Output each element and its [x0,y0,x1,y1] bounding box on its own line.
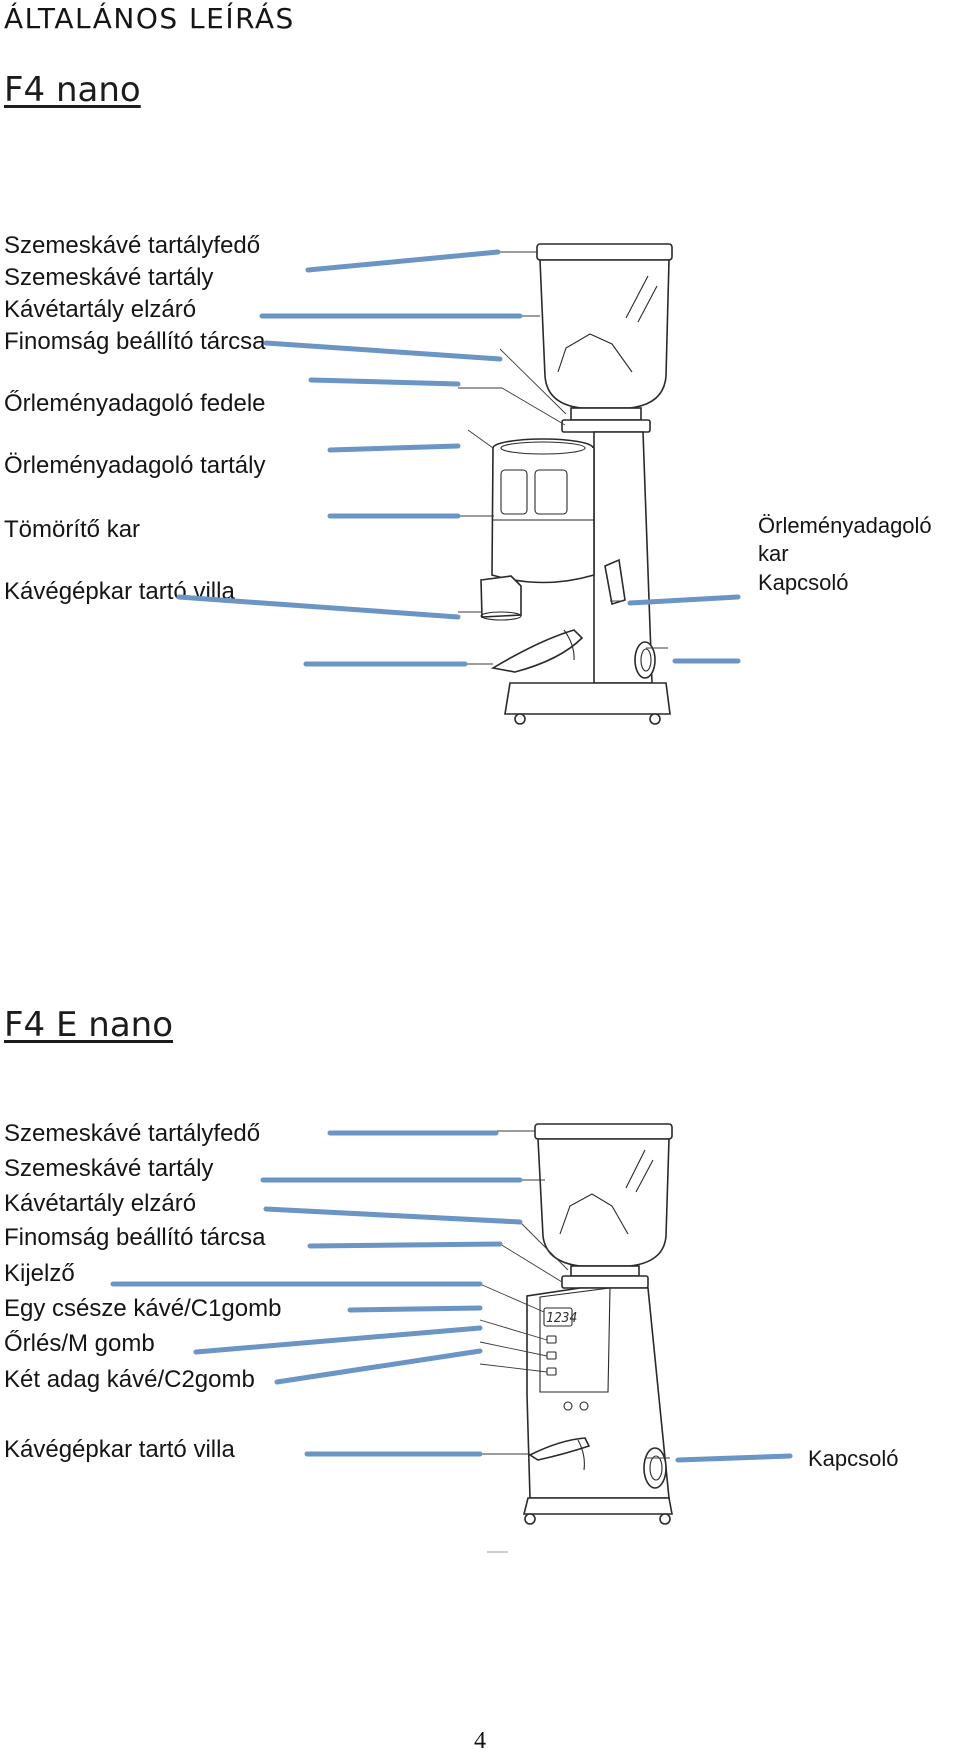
double-dose-button [546,1367,557,1376]
base-foot-left [514,713,526,725]
single-dose-button [546,1335,557,1344]
label-grind-adjust-dial: Finomság beállító tárcsa [4,328,266,355]
portafilter-fork [490,629,584,673]
control-panel [539,1287,611,1393]
grind-adjust-dial [561,419,651,433]
leader-lines-f4-e-nano [110,1130,793,1463]
fork-support [577,1439,585,1471]
display-readout: 1234 [546,1311,577,1326]
label-doser-lever-line2: kar [758,541,789,566]
bean-hopper [539,259,670,409]
label-doser-lid: Őrleményadagoló fedele [4,390,266,417]
label-switch: Kapcsoló [758,570,849,595]
hopper-beans-outline [559,1193,629,1235]
power-switch-knob [640,648,652,672]
tamper [480,575,522,618]
label-doser-lever-line1: Örleményadagoló [758,513,932,538]
power-switch-knob [649,1455,663,1481]
grinder-f4-nano-drawing [458,243,673,725]
leader-bean-hopper-lid [305,249,501,273]
leader-grind-adjust-dial [307,1241,503,1249]
label-double-dose-button: Két adag kávé/C2gomb [4,1366,255,1393]
base-foot-left [524,1513,536,1525]
model-title-f4-e-nano: F4 E nano [4,1005,174,1045]
hopper-lid [534,1123,673,1140]
label-bean-hopper: Szemeskávé tartály [4,1155,214,1182]
label-bean-hopper-lid: Szemeskávé tartályfedő [4,1120,261,1147]
hopper-glass-highlight [625,275,658,323]
leader-manual-grind-button [193,1325,483,1355]
page-number: 4 [474,1728,486,1754]
leader-doser-lid [327,443,461,453]
doser-lever [604,558,626,606]
doser-container [491,447,595,584]
power-switch [643,1447,667,1489]
label-hopper-shutter: Kávétartály elzáró [4,296,197,323]
label-display: Kijelző [4,1260,75,1287]
bean-hopper [537,1138,670,1267]
hopper-shutter [570,407,642,421]
grind-adjust-dial [561,1275,649,1289]
leader-grind-adjust-dial [308,377,461,387]
label-tamper: Tömörítő kar [4,516,141,543]
spout-hole-right [579,1401,589,1411]
label-manual-grind-button: Őrlés/M gomb [4,1330,155,1357]
leader-doser-lever [627,594,741,606]
doser-lid-rim [500,441,586,455]
leader-double-dose-button [274,1348,483,1385]
label-hopper-shutter: Kávétartály elzáró [4,1190,197,1217]
tamper-foot [480,611,522,621]
label-grind-adjust-dial: Finomság beállító tárcsa [4,1224,266,1251]
leader-tamper [176,594,461,620]
model-title-f4-nano: F4 nano [4,70,141,110]
grinder-base [504,682,671,715]
leader-single-dose-button [347,1305,483,1313]
leader-lines-f4-nano [176,249,741,667]
hopper-lid [536,243,673,261]
manual-grind-button [546,1351,557,1360]
base-foot-right [649,713,661,725]
display-screen [543,1307,573,1327]
label-single-dose-button: Egy csésze kávé/C1gomb [4,1295,282,1322]
label-bean-hopper: Szemeskávé tartály [4,264,214,291]
fork-support [563,629,575,661]
spout-hole-left [563,1401,573,1411]
label-switch: Kapcsoló [808,1446,899,1471]
power-switch [634,641,656,679]
leader-hopper-shutter [263,340,503,362]
grinder-f4-e-nano-drawing: 1234 [478,1123,673,1553]
leader-hopper-shutter [263,1206,523,1225]
doser-window-left [500,469,528,515]
page-heading: ÁLTALÁNOS LEÍRÁS [4,2,295,35]
grinder-base [522,1497,673,1515]
label-bean-hopper-lid: Szemeskávé tartályfedő [4,232,261,259]
hopper-glass-highlight [625,1149,654,1193]
hopper-beans-outline [557,333,633,373]
base-foot-right [659,1513,671,1525]
hopper-shutter [570,1265,640,1277]
doser-window-right [534,469,568,515]
leader-switch [675,1453,793,1463]
label-portafilter-fork: Kávégépkar tartó villa [4,1436,235,1463]
label-doser-container: Örleményadagoló tartály [4,452,266,479]
portafilter-fork [528,1437,591,1461]
